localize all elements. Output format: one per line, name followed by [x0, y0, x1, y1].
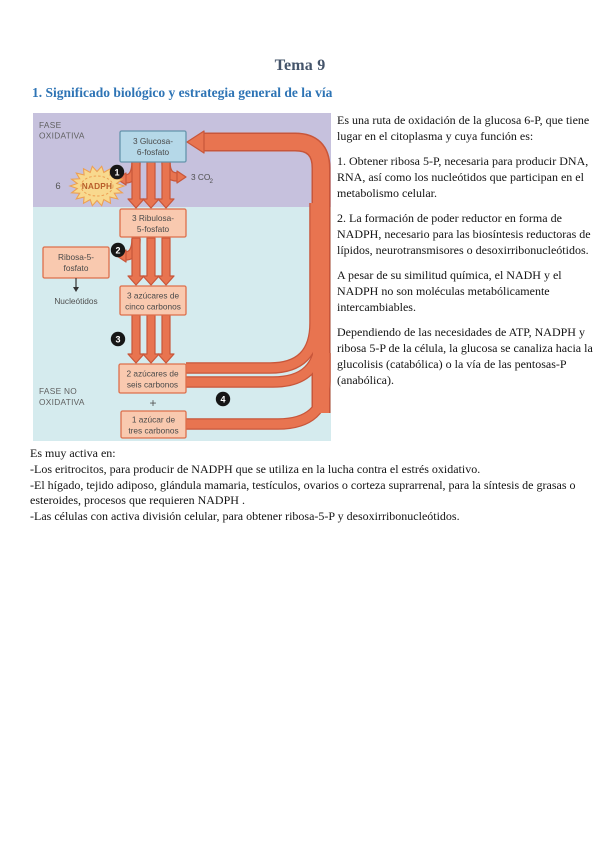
svg-text:2 azúcares de: 2 azúcares de	[126, 369, 179, 379]
box-azucares-seis-carbonos: 2 azúcares de seis carbonos	[118, 363, 187, 394]
svg-text:6-fosfato: 6-fosfato	[137, 147, 170, 157]
nucleotides-pointer: Nucleótidos	[54, 278, 98, 306]
activity-item-dividing-cells: -Las células con activa división celular…	[30, 509, 460, 524]
svg-text:fosfato: fosfato	[64, 263, 89, 273]
nonoxidative-phase-region	[33, 207, 331, 441]
svg-text:2: 2	[115, 245, 120, 255]
box-azucares-cinco-carbonos: 3 azúcares de cinco carbonos	[119, 285, 187, 316]
nadph-coefficient: 6	[55, 181, 60, 192]
page-title: Tema 9	[274, 57, 326, 74]
paragraph-function: Es una ruta de oxidación de la glucosa 6…	[337, 113, 590, 143]
box-glucose-6-fosfato: 3 Glucosa- 6-fosfato	[119, 130, 187, 163]
activity-intro: Es muy activa en:	[30, 446, 116, 460]
activity-item-erythrocytes: -Los eritrocitos, para producir de NADPH…	[30, 461, 481, 476]
starburst-inner-ring	[80, 175, 114, 197]
nucleotides-label: Nucleótidos	[54, 296, 97, 306]
svg-text:5-fosfato: 5-fosfato	[137, 224, 170, 234]
step-badge-3: 3	[110, 331, 126, 347]
return-arrowhead-icon	[186, 130, 205, 154]
activity-item-liver: -El hígado, tejido adiposo, glándula mam…	[30, 477, 576, 508]
co2-text: 3 CO	[191, 172, 211, 182]
nonoxidative-phase-label: FASE NO OXIDATIVA	[39, 386, 85, 407]
svg-text:3: 3	[115, 334, 120, 344]
intro-text-column: Es una ruta de oxidación de la glucosa 6…	[337, 112, 597, 397]
step-badge-1: 1	[109, 164, 125, 180]
svg-text:3 Ribulosa-: 3 Ribulosa-	[132, 213, 174, 223]
svg-text:tres carbonos: tres carbonos	[128, 426, 178, 436]
step-badge-4: 4	[215, 391, 231, 407]
pentose-phosphate-pathway-diagram: NADPH 6 3 CO 2 3 Glucosa- 6-fosfato 3 Ri…	[33, 113, 331, 441]
step-badge-2: 2	[110, 242, 126, 258]
co2-label: 3 CO 2	[191, 172, 214, 185]
svg-text:seis carbonos: seis carbonos	[127, 380, 178, 390]
co2-arrowhead-icon	[176, 170, 187, 184]
svg-text:FASE: FASE	[39, 120, 62, 130]
paragraph-nadph: 2. La formación de poder reductor en for…	[337, 211, 591, 257]
section-heading: 1. Significado biológico y estrategia ge…	[32, 85, 333, 100]
svg-text:4: 4	[220, 394, 225, 404]
plus-sign: +	[149, 396, 156, 410]
paragraph-dependiendo: Dependiendo de las necesidades de ATP, N…	[337, 325, 593, 387]
box-ribulosa-5-fosfato: 3 Ribulosa- 5-fosfato	[119, 208, 187, 238]
paragraph-ribose: 1. Obtener ribosa 5-P, necesaria para pr…	[337, 154, 589, 200]
svg-text:1 azúcar de: 1 azúcar de	[132, 415, 176, 425]
svg-text:FASE NO: FASE NO	[39, 386, 77, 396]
svg-text:3 Glucosa-: 3 Glucosa-	[133, 136, 173, 146]
co2-subscript: 2	[210, 178, 214, 185]
svg-text:Ribosa-5-: Ribosa-5-	[58, 252, 94, 262]
svg-text:OXIDATIVA: OXIDATIVA	[39, 397, 85, 407]
nucleotides-arrowhead-icon	[73, 287, 79, 292]
oxidative-phase-label: FASE OXIDATIVA	[39, 120, 85, 141]
svg-text:1: 1	[114, 167, 119, 177]
paragraph-similitud: A pesar de su similitud química, el NADH…	[337, 268, 562, 314]
pathway-diagram-svg: NADPH 6 3 CO 2 3 Glucosa- 6-fosfato 3 Ri…	[33, 113, 331, 441]
starburst-icon	[68, 165, 126, 207]
svg-text:3 azúcares de: 3 azúcares de	[127, 291, 180, 301]
svg-text:cinco carbonos: cinco carbonos	[125, 302, 181, 312]
svg-text:OXIDATIVA: OXIDATIVA	[39, 131, 85, 141]
box-ribosa-5-fosfato: Ribosa-5- fosfato	[42, 246, 110, 279]
activity-text-block: Es muy activa en: -Los eritrocitos, para…	[30, 446, 600, 525]
box-azucar-tres-carbonos: 1 azúcar de tres carbonos	[120, 410, 187, 439]
nadph-label: NADPH	[82, 181, 113, 191]
nadph-starburst: NADPH	[68, 165, 126, 207]
return-arrows	[186, 134, 330, 429]
down-arrows	[127, 161, 175, 364]
